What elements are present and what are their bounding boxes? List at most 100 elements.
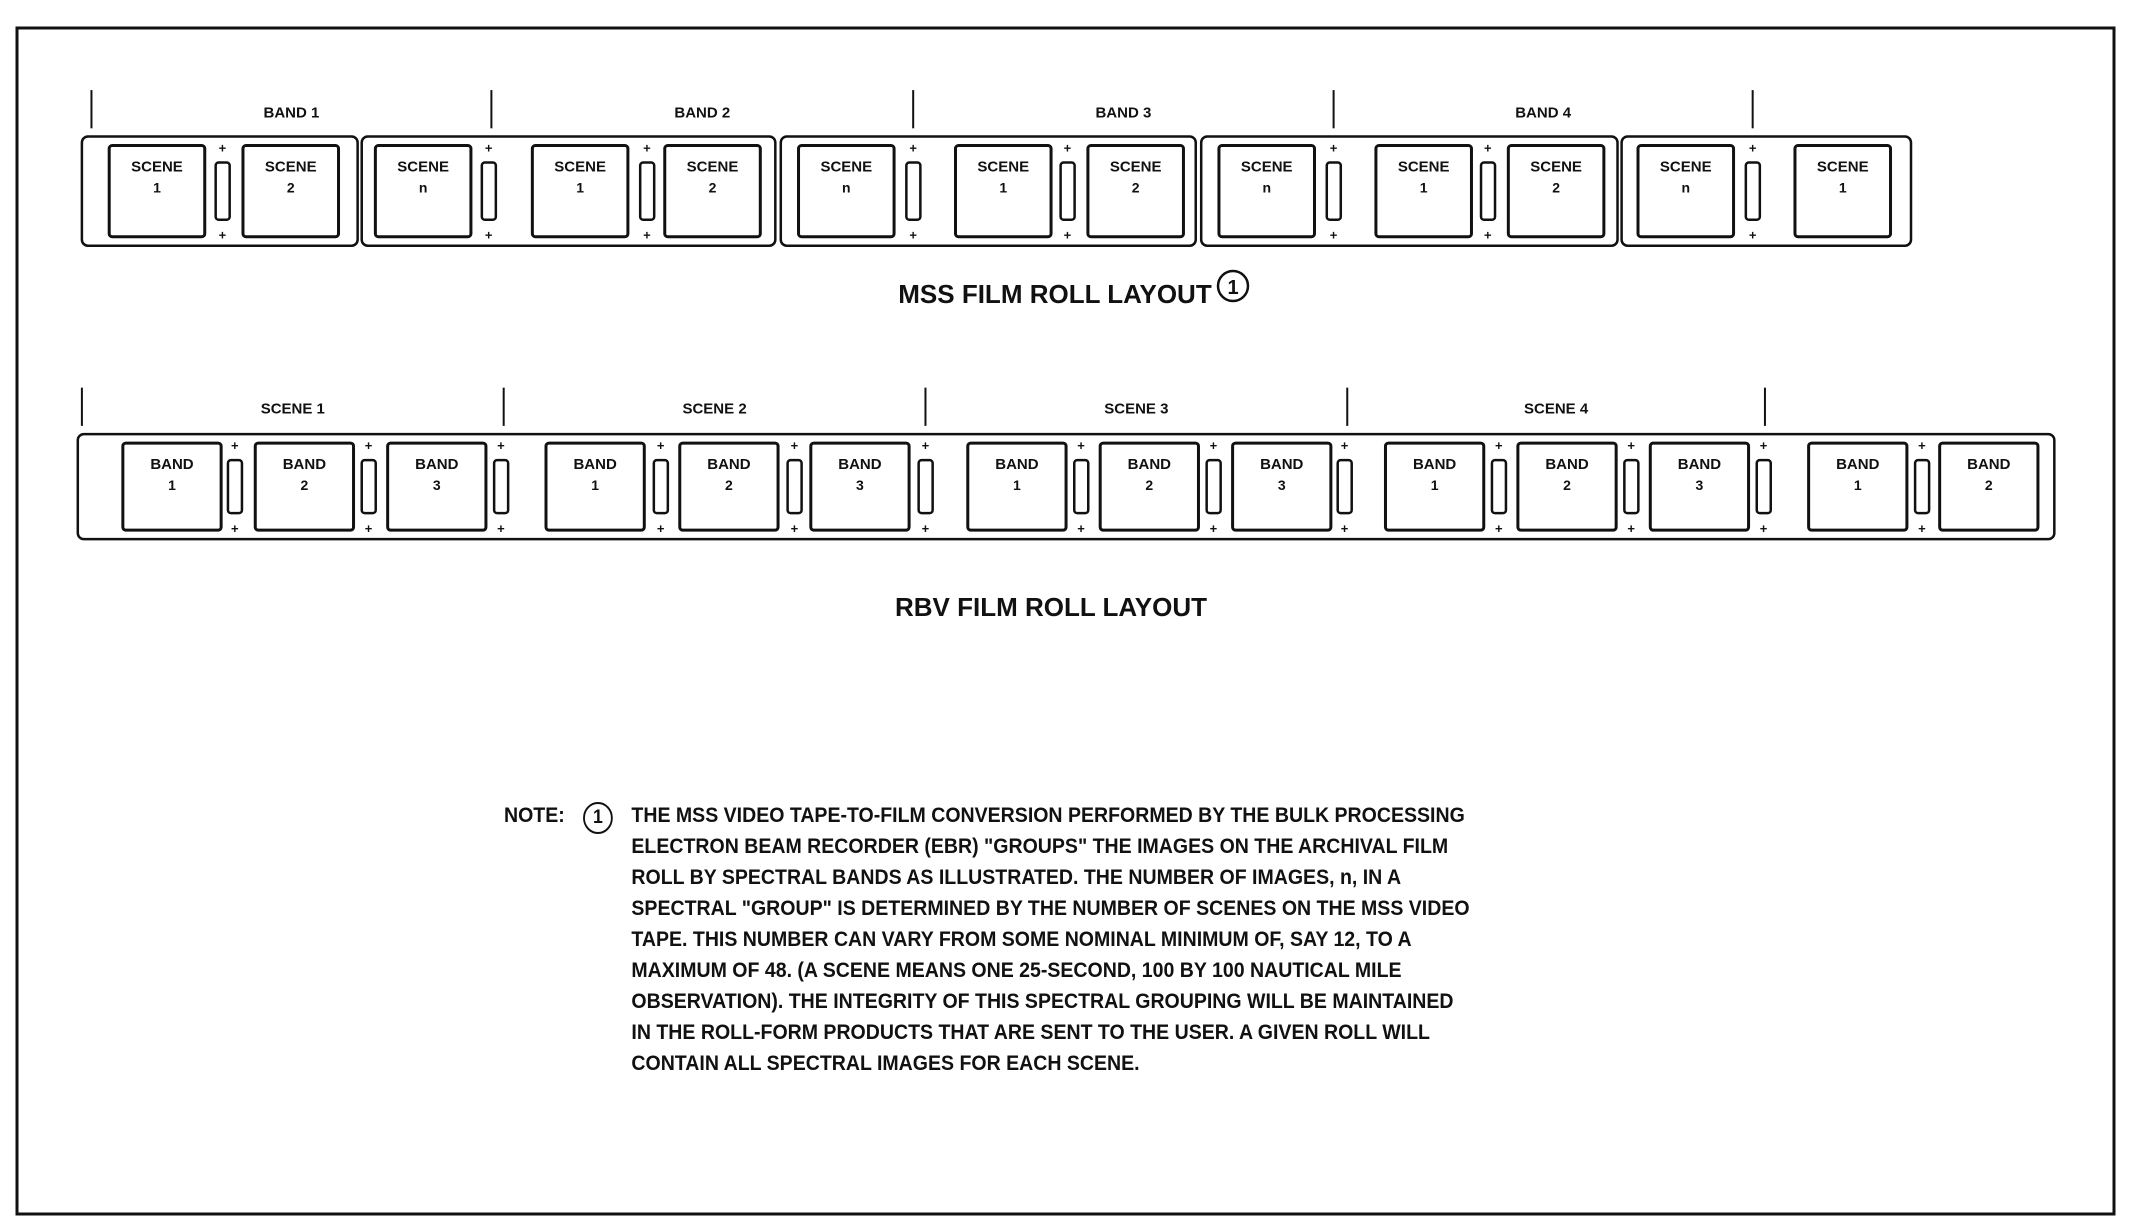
frame-label: BAND	[1413, 456, 1456, 473]
frame-label: SCENE	[265, 159, 317, 176]
frame-label: BAND	[838, 456, 881, 473]
rbv-sprocket-hole	[1205, 458, 1222, 515]
rbv-group-label: SCENE 2	[682, 401, 746, 418]
rbv-sprocket-hole	[1073, 458, 1090, 515]
registration-mark-icon: +	[909, 141, 917, 156]
note-line: SPECTRAL "GROUP" IS DETERMINED BY THE NU…	[631, 897, 1470, 920]
frame-label: SCENE	[1241, 159, 1293, 176]
registration-mark-icon: +	[497, 438, 505, 453]
rbv-title: RBV FILM ROLL LAYOUT	[895, 592, 1207, 622]
registration-mark-icon: +	[922, 438, 930, 453]
registration-mark-icon: +	[365, 438, 373, 453]
frame-label: BAND	[995, 456, 1038, 473]
mss-title: MSS FILM ROLL LAYOUT	[898, 279, 1212, 309]
frame-label: SCENE	[1817, 159, 1869, 176]
registration-mark-icon: +	[1495, 521, 1503, 536]
registration-mark-icon: +	[485, 228, 493, 243]
rbv-sprocket-hole	[1336, 458, 1353, 515]
mss-group-label: BAND 2	[674, 104, 730, 121]
frame-number: 1	[153, 180, 161, 196]
mss-film-strip-segment	[80, 135, 359, 247]
registration-mark-icon: +	[365, 521, 373, 536]
frame-number: 1	[1854, 477, 1862, 493]
mss-frame: SCENE 2	[663, 144, 762, 239]
frame-label: SCENE	[687, 159, 739, 176]
mss-frame: SCENE 1	[1374, 144, 1473, 239]
frame-label: BAND	[150, 456, 193, 473]
note-line: ELECTRON BEAM RECORDER (EBR) "GROUPS" TH…	[631, 835, 1449, 858]
frame-label: BAND	[1836, 456, 1879, 473]
frame-label: SCENE	[1398, 159, 1450, 176]
registration-mark-icon: +	[1749, 141, 1757, 156]
frame-number: 1	[576, 180, 584, 196]
registration-mark-icon: +	[1210, 438, 1218, 453]
registration-mark-icon: +	[643, 228, 651, 243]
frame-number: 1	[168, 477, 176, 493]
frame-number: 2	[1132, 180, 1140, 196]
registration-mark-icon: +	[791, 438, 799, 453]
mss-sprocket-hole	[480, 161, 498, 221]
note-line: THE MSS VIDEO TAPE-TO-FILM CONVERSION PE…	[631, 804, 1465, 827]
registration-mark-icon: +	[1760, 438, 1768, 453]
frame-number: 3	[1696, 477, 1704, 493]
frame-label: SCENE	[1530, 159, 1582, 176]
mss-film-strip-segment	[1199, 135, 1619, 247]
frame-number: 2	[1563, 477, 1571, 493]
frame-number: 2	[287, 180, 295, 196]
rbv-frame: BAND 3	[1648, 441, 1751, 532]
registration-mark-icon: +	[657, 438, 665, 453]
rbv-sprocket-hole	[786, 458, 803, 515]
mss-sprocket-hole	[1479, 161, 1497, 221]
frame-number: 2	[300, 477, 308, 493]
note-label: NOTE:	[504, 804, 565, 827]
frame-label: BAND	[573, 456, 616, 473]
mss-group-label: BAND 3	[1095, 104, 1151, 121]
registration-mark-icon: +	[1749, 228, 1757, 243]
frame-label: BAND	[1545, 456, 1588, 473]
frame-number: n	[1681, 180, 1690, 196]
frame-number: 1	[1839, 180, 1847, 196]
frame-label: SCENE	[977, 159, 1029, 176]
registration-mark-icon: +	[1484, 228, 1492, 243]
frame-label: BAND	[1678, 456, 1721, 473]
note-line: ROLL BY SPECTRAL BANDS AS ILLUSTRATED. T…	[631, 866, 1402, 889]
registration-mark-icon: +	[922, 521, 930, 536]
frame-number: 3	[1278, 477, 1286, 493]
frame-label: SCENE	[397, 159, 449, 176]
frame-number: 3	[433, 477, 441, 493]
frame-label: SCENE	[131, 159, 183, 176]
registration-mark-icon: +	[1077, 438, 1085, 453]
frame-number: 2	[709, 180, 717, 196]
frame-label: SCENE	[1110, 159, 1162, 176]
frame-number: 2	[1552, 180, 1560, 196]
frame-number: 1	[1420, 180, 1428, 196]
frame-number: 2	[1985, 477, 1993, 493]
registration-mark-icon: +	[1064, 228, 1072, 243]
rbv-sprocket-hole	[1623, 458, 1640, 515]
frame-label: BAND	[1128, 456, 1171, 473]
registration-mark-icon: +	[1064, 141, 1072, 156]
frame-number: 2	[1145, 477, 1153, 493]
rbv-frame: BAND 2	[1516, 441, 1618, 532]
rbv-frame: BAND 1	[121, 441, 223, 532]
mss-frame: SCENE 2	[1506, 144, 1606, 239]
registration-mark-icon: +	[1077, 521, 1085, 536]
mss-frame: SCENE 2	[1086, 144, 1185, 239]
mss-footnote-marker: 1	[1227, 277, 1238, 299]
frame-label: BAND	[283, 456, 326, 473]
frame-label: SCENE	[554, 159, 606, 176]
registration-mark-icon: +	[497, 521, 505, 536]
mss-group-label: BAND 1	[264, 104, 320, 121]
registration-mark-icon: +	[219, 228, 227, 243]
rbv-film-strip-segment	[76, 432, 2056, 541]
registration-mark-icon: +	[1330, 141, 1338, 156]
mss-sprocket-hole	[1744, 161, 1762, 221]
rbv-sprocket-hole	[492, 458, 510, 515]
